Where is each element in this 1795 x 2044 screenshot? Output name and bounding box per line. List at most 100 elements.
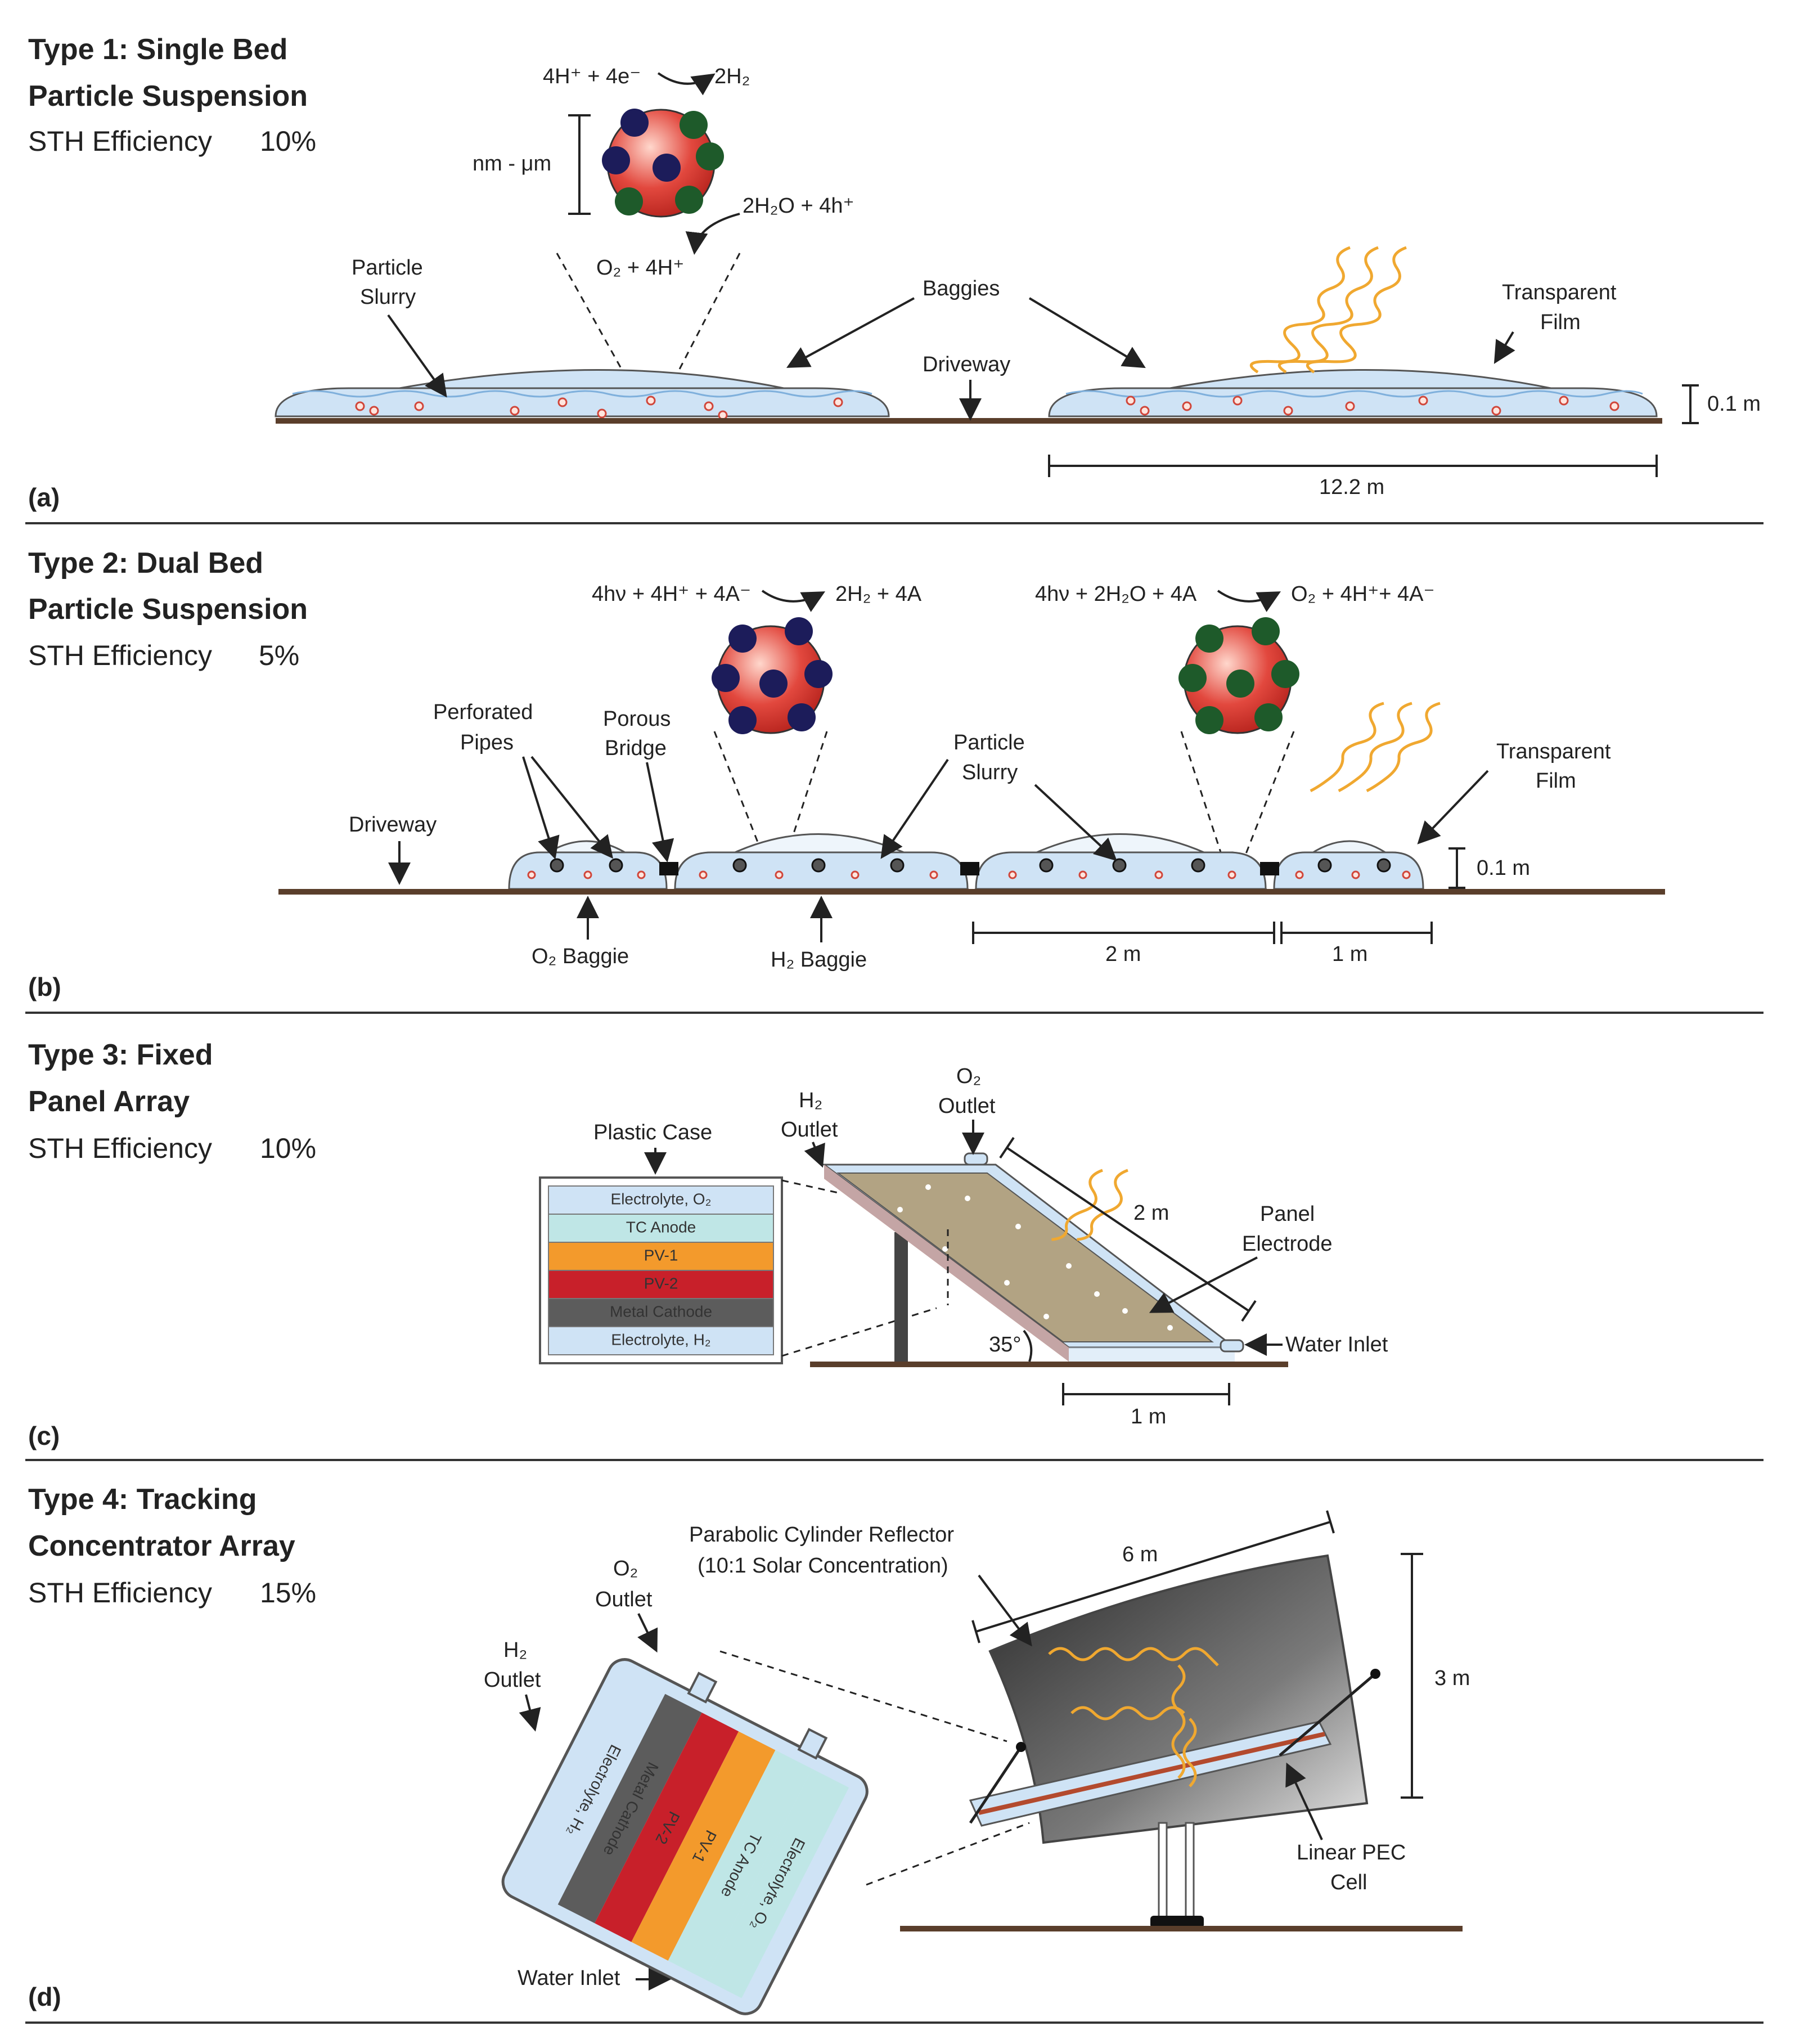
layer-band (548, 1185, 774, 1215)
panel-electrode-surface (836, 1173, 1214, 1342)
layer-band (548, 1298, 774, 1327)
porous-bridges (659, 862, 1279, 875)
panel-label-d: (d) (28, 1982, 61, 2011)
label-h2-outlet-c2: Outlet (781, 1118, 838, 1142)
panel-a-title-line1: Type 1: Single Bed (28, 33, 287, 66)
layer-band (557, 1693, 702, 1924)
zoom-line-b4 (1242, 731, 1295, 861)
layer-band (595, 1713, 739, 1942)
panel-a-efficiency-label: STH Efficiency (28, 125, 212, 157)
reaction-reduction: 4H⁺ + 4e⁻ (543, 65, 641, 88)
layer-label: Electrolyte, H₂ (611, 1331, 710, 1348)
label-transparent-film-b1: Transparent (1496, 740, 1611, 763)
label-h2-baggie: H₂ Baggie (771, 948, 867, 972)
slurry-particles-b (527, 870, 1411, 879)
arrow-transparent-film (1493, 331, 1515, 364)
panel-a: Type 1: Single Bed Particle Suspension S… (25, 33, 1763, 524)
layer-label: PV-1 (644, 1246, 678, 1264)
label-height-d: 3 m (1434, 1666, 1470, 1690)
panel-label-b: (b) (28, 972, 61, 1001)
label-baggies: Baggies (923, 277, 1000, 300)
panel-d-efficiency-value: 15% (260, 1577, 316, 1609)
label-h2-outlet-d1: H₂ (503, 1638, 527, 1662)
product-h2-side: 2H₂ + 4A (835, 582, 922, 606)
label-height-a: 0.1 m (1707, 392, 1761, 416)
water-inlet-port (1220, 1339, 1244, 1353)
panel-d: Type 4: Tracking Concentrator Array STH … (25, 1483, 1763, 2024)
label-width-b-1m: 1 m (1332, 942, 1367, 966)
label-plastic-case: Plastic Case (593, 1121, 712, 1144)
panel-b: Type 2: Dual Bed Particle Suspension STH… (25, 547, 1763, 1014)
reaction-arrow-b-right (1217, 590, 1281, 612)
label-height-b: 0.1 m (1477, 856, 1530, 880)
layer-band (548, 1270, 774, 1299)
layer-band (631, 1731, 776, 1961)
tracker-post-right (1185, 1822, 1195, 1920)
label-linear-pec-2: Cell (1330, 1871, 1367, 1894)
panel-d-title-line2: Concentrator Array (28, 1530, 295, 1562)
layer-band (521, 1675, 665, 1904)
baggie-left-wave (292, 390, 872, 398)
label-length-c: 2 m (1133, 1201, 1169, 1225)
layer-band (668, 1750, 812, 1980)
size-label: nm - μm (473, 152, 551, 176)
label-particle-slurry-1: Particle (352, 256, 423, 280)
panel-c-efficiency-label: STH Efficiency (28, 1133, 212, 1164)
panel-b-efficiency-value: 5% (259, 640, 299, 671)
panel-d-title-line1: Type 4: Tracking (28, 1483, 257, 1516)
reaction-h2-side: 4hν + 4H⁺ + 4A⁻ (592, 582, 751, 606)
label-porous-bridge-1: Porous (603, 707, 671, 731)
layer-band (548, 1242, 774, 1271)
slurry-particles-a (355, 396, 1619, 420)
label-o2-outlet-d2: Outlet (595, 1588, 653, 1611)
tracker-base (1150, 1916, 1204, 1928)
length-bar-d (975, 1521, 1331, 1633)
baggie-right-wave (1065, 390, 1643, 398)
layer-label: Electrolyte, O₂ (611, 1190, 712, 1207)
h2-evolution-particle (712, 617, 833, 734)
sunlight-c (1051, 1169, 1128, 1241)
sunlight-a (1249, 246, 1407, 374)
baggie-left-water (275, 387, 890, 417)
label-reflector-2: (10:1 Solar Concentration) (698, 1554, 948, 1578)
panel-a-efficiency-value: 10% (260, 125, 316, 157)
label-o2-outlet-d1: O₂ (613, 1557, 638, 1580)
label-linear-pec-1: Linear PEC (1297, 1841, 1406, 1865)
label-width-a: 12.2 m (1319, 475, 1384, 499)
layer-band (548, 1214, 774, 1243)
product-o2: O₂ + 4H⁺ (596, 256, 684, 280)
panel-b-title-line2: Particle Suspension (28, 593, 308, 626)
label-panel-electrode-1: Panel (1260, 1202, 1315, 1226)
panel-b-title-line1: Type 2: Dual Bed (28, 547, 263, 579)
label-width-c: 1 m (1131, 1405, 1166, 1428)
arrow-baggies-left (786, 297, 915, 368)
label-transparent-film-b2: Film (1536, 769, 1576, 793)
label-porous-bridge-2: Bridge (605, 736, 667, 760)
label-reflector-1: Parabolic Cylinder Reflector (689, 1523, 954, 1547)
label-h2-outlet-c1: H₂ (799, 1089, 822, 1112)
o2-evolution-particle (1178, 617, 1299, 734)
layer-label: Metal Cathode (610, 1302, 712, 1320)
label-driveway-b: Driveway (349, 813, 437, 837)
reaction-oxidation: 2H₂O + 4h⁺ (743, 194, 854, 218)
sunlight-d (1048, 1647, 1219, 1787)
label-width-b-2m: 2 m (1105, 942, 1141, 966)
label-length-d: 6 m (1122, 1543, 1158, 1566)
product-o2-side: O₂ + 4H⁺+ 4A⁻ (1291, 582, 1435, 606)
photocatalyst-particle (602, 109, 724, 218)
panel-c-title-line1: Type 3: Fixed (28, 1039, 213, 1071)
panel-d-efficiency-label: STH Efficiency (28, 1577, 212, 1609)
layer-label: TC Anode (626, 1218, 696, 1236)
h2-baggie-water-2 (1273, 851, 1424, 890)
panel-label-c: (c) (28, 1421, 60, 1450)
zoom-line-b1 (713, 731, 766, 861)
product-h2: 2H₂ (714, 65, 750, 88)
layer-band (548, 1326, 774, 1355)
sunlight-b (1310, 702, 1441, 792)
tracker-post-left (1158, 1822, 1168, 1920)
layer-band (705, 1768, 849, 1998)
label-driveway-a: Driveway (923, 353, 1010, 376)
perforated-pipes (550, 858, 1391, 873)
